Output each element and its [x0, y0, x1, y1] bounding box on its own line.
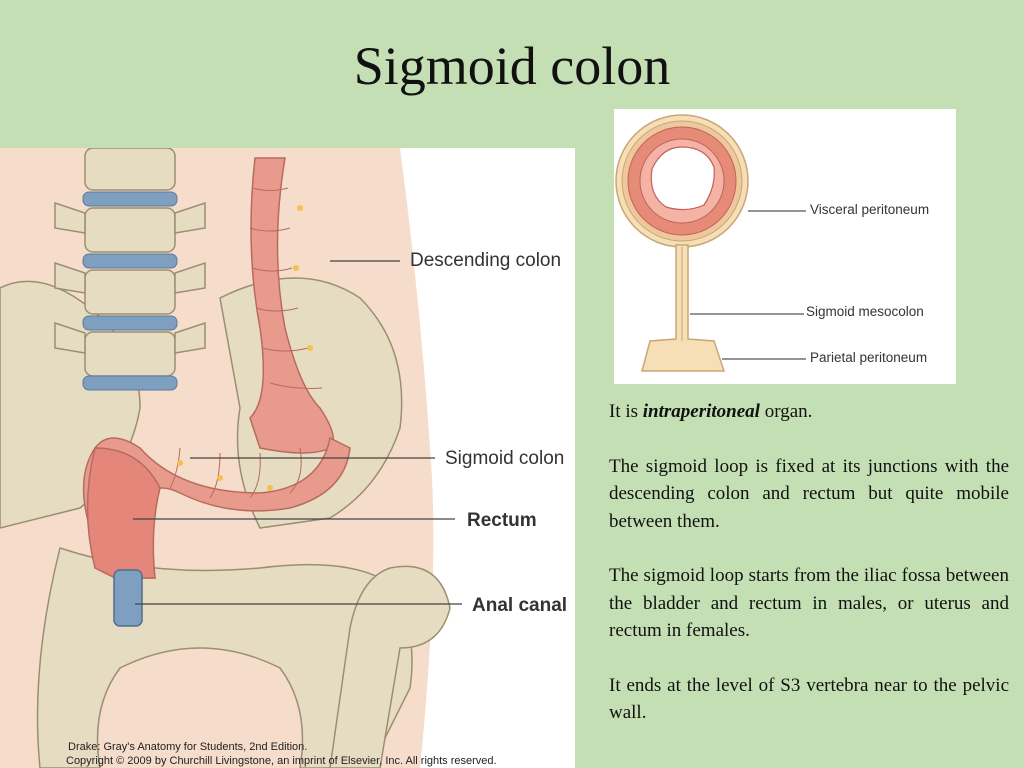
paragraph-intraperitoneal: It is intraperitoneal organ. [609, 398, 1009, 426]
paragraph-fixed-junctions: The sigmoid loop is fixed at its junctio… [609, 455, 1009, 532]
p1-suffix: organ. [759, 401, 813, 422]
label-visceral-peritoneum: Visceral peritoneum [810, 202, 930, 217]
cross-section-drawing [615, 114, 806, 372]
label-sigmoid-colon: Sigmoid colon [445, 448, 565, 469]
paragraph-loop-end: It ends at the level of S3 vertebra near… [609, 674, 1009, 724]
paragraph-loop-start: The sigmoid loop starts from the iliac f… [609, 565, 1009, 641]
figure-credit-line-1: Drake: Gray's Anatomy for Students, 2nd … [68, 741, 308, 753]
label-sigmoid-mesocolon: Sigmoid mesocolon [806, 304, 924, 319]
body-text: It is intraperitoneal organ. The sigmoid… [609, 398, 1009, 754]
figure-credit-line-2: Copyright © 2009 by Churchill Livingston… [66, 755, 497, 767]
p1-prefix: It is [609, 401, 643, 422]
label-parietal-peritoneum: Parietal peritoneum [810, 350, 928, 365]
label-anal-canal: Anal canal [472, 595, 568, 616]
pelvis-colon-drawing [0, 148, 462, 768]
slide-title: Sigmoid colon [353, 36, 671, 96]
label-rectum: Rectum [467, 510, 537, 531]
p1-emphasis: intraperitoneal [642, 401, 760, 422]
label-descending-colon: Descending colon [410, 250, 562, 271]
anatomy-illustration: Descending colon Sigmoid colon Rectum An… [0, 148, 575, 768]
mesocolon-diagram: Visceral peritoneum Sigmoid mesocolon Pa… [614, 109, 956, 384]
